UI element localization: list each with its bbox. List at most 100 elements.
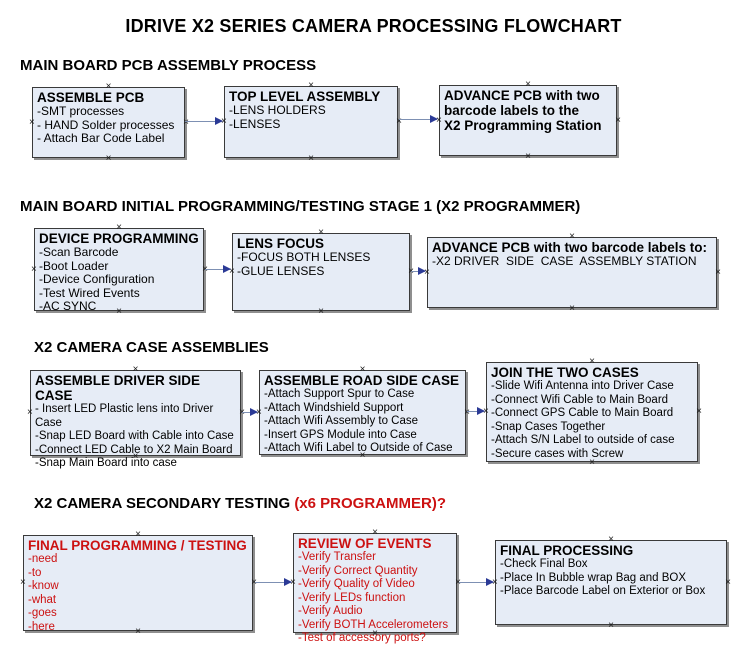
box-items: -X2 DRIVER SIDE CASE ASSEMBLY STATION	[432, 254, 712, 269]
section-heading-initial-programming: MAIN BOARD INITIAL PROGRAMMING/TESTING S…	[20, 198, 581, 215]
connector-arrow-2[interactable]	[399, 115, 438, 123]
box-item: -Place In Bubble wrap Bag and BOX	[500, 571, 687, 584]
box-title: REVIEW OF EVENTS	[298, 536, 432, 551]
box-item: -Slide Wifi Antenna into Driver Case	[491, 380, 674, 392]
box-title: FINAL PROCESSING	[500, 543, 634, 558]
box-items: -LENS HOLDERS-LENSES	[229, 103, 393, 131]
box-item: -know	[28, 580, 59, 592]
anchor-mark: ×	[525, 151, 531, 162]
box-item: -Verify Correct Quantity	[298, 564, 418, 577]
anchor-mark: ×	[615, 114, 621, 126]
box-item: - HAND Solder processes	[37, 117, 175, 132]
box-item: -AC SYNC	[39, 299, 97, 313]
box-title: ASSEMBLE PCB	[37, 90, 145, 105]
box-lens-focus[interactable]: LENS FOCUS -FOCUS BOTH LENSES-GLUE LENSE…	[229, 228, 414, 317]
box-title: JOIN THE TWO CASES	[491, 365, 639, 380]
box-item: -Boot Loader	[39, 258, 109, 273]
connector-arrow-4[interactable]	[411, 267, 426, 275]
box-item: -Device Configuration	[39, 272, 155, 286]
box-item: -Attach Support Spur to Case	[264, 388, 415, 400]
box-items: -Check Final Box-Place In Bubble wrap Ba…	[500, 558, 722, 599]
anchor-mark: ×	[408, 266, 414, 277]
box-item: -Check Final Box	[500, 558, 588, 570]
anchor-mark: ×	[464, 406, 470, 418]
box-item: -Snap Cases Together	[491, 420, 606, 433]
box-items: -need-to-know-what-goes-here	[28, 553, 248, 634]
box-item: -Verify Transfer	[298, 551, 376, 563]
box-item: -SMT processes	[37, 104, 125, 118]
anchor-mark: ×	[318, 306, 324, 317]
box-item: -Scan Barcode	[39, 245, 119, 259]
anchor-mark: ×	[569, 303, 575, 314]
section-heading-black-part: X2 CAMERA SECONDARY TESTING	[34, 495, 295, 512]
box-title: LENS FOCUS	[237, 236, 325, 251]
box-review-of-events[interactable]: REVIEW OF EVENTS -Verify Transfer-Verify…	[290, 528, 461, 645]
anchor-mark: ×	[27, 407, 33, 418]
box-item: -Test Wired Events	[39, 285, 140, 300]
box-items: -Scan Barcode-Boot Loader-Device Configu…	[39, 245, 199, 314]
anchor-mark: ×	[308, 153, 314, 164]
anchor-mark: ×	[455, 577, 461, 588]
box-item: -Connect GPS Cable to Main Board	[491, 407, 674, 419]
box-title: DEVICE PROGRAMMING	[39, 231, 199, 246]
box-item: -Verify Audio	[298, 605, 363, 617]
box-items: -FOCUS BOTH LENSES-GLUE LENSES	[237, 250, 405, 278]
box-item: -Secure cases with Screw	[491, 447, 624, 460]
connector-arrow-3[interactable]	[205, 265, 231, 273]
box-item: -Test of accessory ports?	[298, 632, 426, 644]
box-assemble-driver-side-case[interactable]: ASSEMBLE DRIVER SIDE CASE - Insert LED P…	[27, 365, 245, 470]
box-items: -Slide Wifi Antenna into Driver Case-Con…	[491, 380, 693, 461]
box-item: -Place Barcode Label on Exterior or Box	[500, 585, 706, 597]
box-title: ASSEMBLE DRIVER SIDE CASE	[35, 373, 201, 403]
box-item: -Verify Quality of Video	[298, 578, 415, 590]
connector-arrow-6[interactable]	[467, 407, 485, 415]
box-item: -need	[28, 553, 58, 565]
box-title: FINAL PROGRAMMING / TESTING	[28, 538, 247, 553]
box-join-the-two-cases[interactable]: JOIN THE TWO CASES -Slide Wifi Antenna i…	[483, 357, 702, 468]
box-item: -Connect LED Cable to X2 Main Board	[35, 443, 233, 456]
box-item: -Attach S/N Label to outside of case	[491, 434, 675, 446]
box-item: -LENSES	[229, 116, 281, 131]
box-item: -goes	[28, 607, 57, 619]
box-title: ADVANCE PCB with two barcode labels to:	[432, 240, 708, 255]
box-item: - Attach Bar Code Label	[37, 131, 165, 145]
box-item: -Connect Wifi Cable to Main Board	[491, 393, 669, 406]
box-final-programming-testing[interactable]: FINAL PROGRAMMING / TESTING -need-to-kno…	[20, 530, 257, 637]
page-title: IDRIVE X2 SERIES CAMERA PROCESSING FLOWC…	[125, 16, 622, 36]
anchor-mark: ×	[31, 263, 37, 275]
anchor-mark: ×	[608, 620, 614, 631]
box-item: -Verify BOTH Accelerometers	[298, 618, 449, 631]
box-advance-pcb-driver-side[interactable]: ADVANCE PCB with two barcode labels to: …	[424, 232, 721, 314]
box-items: -SMT processes- HAND Solder processes- A…	[37, 104, 180, 146]
box-item: -LENS HOLDERS	[229, 103, 326, 117]
box-item: -Verify LEDs function	[298, 591, 406, 604]
anchor-mark: ×	[239, 407, 245, 418]
box-final-processing[interactable]: FINAL PROCESSING -Check Final Box-Place …	[492, 535, 731, 631]
connector-arrow-5[interactable]	[242, 408, 258, 416]
box-item: -to	[28, 566, 42, 579]
box-item: -what	[28, 593, 57, 606]
section-heading-case-assemblies: X2 CAMERA CASE ASSEMBLIES	[34, 339, 269, 356]
box-title: TOP LEVEL ASSEMBLY	[229, 89, 381, 104]
box-assemble-road-side-case[interactable]: ASSEMBLE ROAD SIDE CASE -Attach Support …	[256, 365, 470, 461]
anchor-mark: ×	[183, 116, 189, 128]
box-item: -Insert GPS Module into Case	[264, 428, 417, 441]
box-item: -Attach Wifi Label to Outside of Case	[264, 442, 453, 454]
box-title: ASSEMBLE ROAD SIDE CASE	[264, 373, 460, 388]
box-assemble-pcb[interactable]: ASSEMBLE PCB -SMT processes- HAND Solder…	[29, 82, 189, 164]
box-item: -Attach Windshield Support	[264, 401, 404, 414]
connector-arrow-7[interactable]	[255, 578, 292, 586]
box-device-programming[interactable]: DEVICE PROGRAMMING -Scan Barcode-Boot Lo…	[31, 223, 208, 317]
box-item: -Snap Main Board into case	[35, 457, 177, 469]
section-heading-red-part: (x6 PROGRAMMER)?	[294, 495, 446, 512]
box-top-level-assembly[interactable]: TOP LEVEL ASSEMBLY -LENS HOLDERS-LENSES …	[221, 81, 402, 164]
box-item: -X2 DRIVER SIDE CASE ASSEMBLY STATION	[432, 254, 697, 268]
section-heading-pcb-assembly: MAIN BOARD PCB ASSEMBLY PROCESS	[20, 57, 317, 74]
box-advance-pcb-programming-station[interactable]: ADVANCE PCB with two barcode labels to t…	[436, 80, 621, 162]
anchor-mark: ×	[715, 266, 721, 278]
box-title: ADVANCE PCB with two barcode labels to t…	[444, 88, 602, 133]
box-item: -here	[28, 620, 55, 633]
anchor-mark: ×	[105, 153, 112, 164]
connector-arrow-1[interactable]	[185, 117, 223, 125]
connector-arrow-8[interactable]	[459, 578, 494, 586]
